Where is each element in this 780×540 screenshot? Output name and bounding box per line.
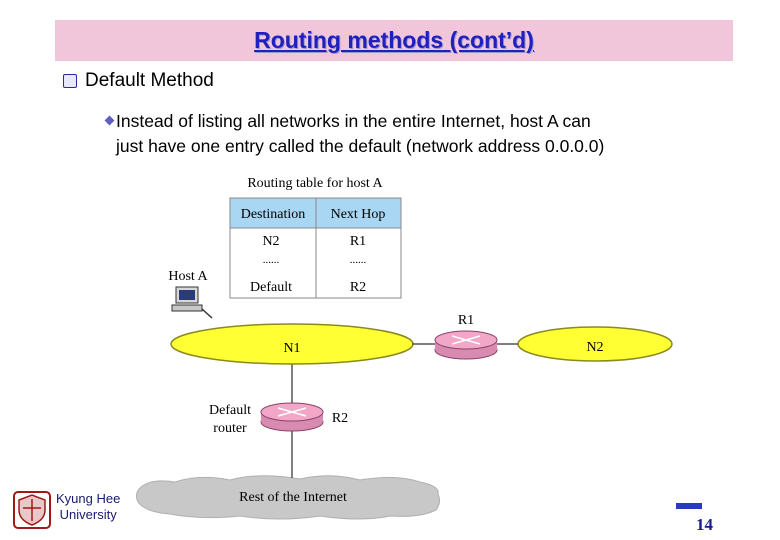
- n1-label: N1: [283, 341, 300, 356]
- university-name: Kyung Hee University: [56, 491, 120, 523]
- row1-dest: N2: [262, 234, 279, 249]
- row3-dest: Default: [250, 280, 292, 295]
- university-line2: University: [59, 507, 117, 522]
- computer-icon: [171, 286, 213, 319]
- col-next-hop: Next Hop: [331, 207, 386, 222]
- checkbox-bullet-icon: [63, 74, 77, 88]
- row1-hop: R1: [350, 234, 366, 249]
- row3-hop: R2: [350, 280, 366, 295]
- bullet-instead-line2: just have one entry called the default (…: [116, 136, 605, 156]
- page-number-bar: [676, 503, 702, 509]
- col-destination: Destination: [241, 207, 306, 222]
- n2-label: N2: [586, 340, 603, 355]
- internet-cloud: [135, 475, 441, 520]
- router-r1: [434, 330, 498, 360]
- bullet-instead: Instead of listing all networks in the e…: [104, 109, 746, 159]
- r1-label: R1: [458, 313, 474, 328]
- slide-title: Routing methods (cont’d): [254, 27, 534, 53]
- default-router-line1: Default: [209, 403, 251, 418]
- row2-dest: ......: [263, 254, 280, 266]
- r2-label: R2: [332, 411, 348, 426]
- rest-of-internet-label: Rest of the Internet: [239, 490, 347, 505]
- router-r2: [260, 402, 324, 432]
- row2-hop: ......: [350, 254, 367, 266]
- table-caption: Routing table for host A: [247, 176, 383, 191]
- university-line1: Kyung Hee: [56, 491, 121, 506]
- bullet-instead-line1: Instead of listing all networks in the e…: [116, 111, 591, 131]
- page-number: 14: [696, 515, 713, 534]
- title-bar: Routing methods (cont’d): [55, 20, 733, 61]
- university-logo-icon: [13, 491, 51, 529]
- bullet-default-method-text: Default Method: [85, 70, 214, 91]
- host-a-label: Host A: [168, 269, 208, 284]
- bullet-default-method: Default Method: [63, 70, 214, 92]
- default-router-line2: router: [213, 421, 247, 436]
